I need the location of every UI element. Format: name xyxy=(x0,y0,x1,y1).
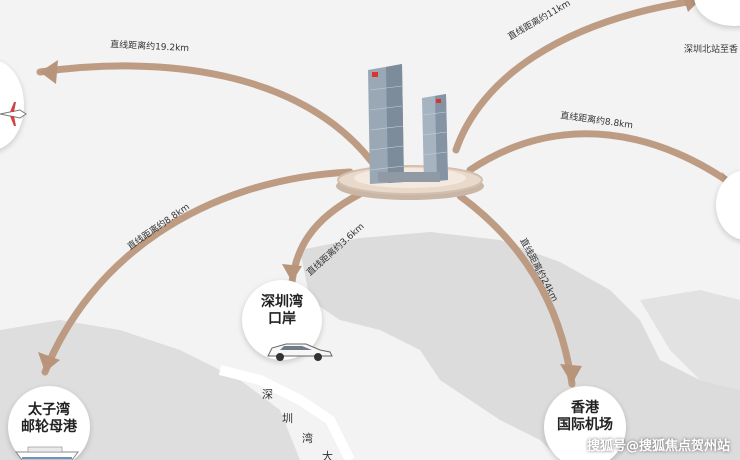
airplane-icon xyxy=(0,102,27,126)
hk-airport-line2: 国际机场 xyxy=(557,417,613,433)
route-label-top-right: 直线距离约11km xyxy=(506,0,573,43)
destination-taizi-bay[interactable]: 太子湾 邮轮母港 xyxy=(8,386,90,460)
route-arrow-down-right xyxy=(456,192,576,388)
watermark-text: 搜狐号@搜狐焦点贺州站 xyxy=(586,439,730,454)
shenzhen-north-label: 深圳北站至香 xyxy=(684,45,739,55)
tower-left-logo xyxy=(372,72,378,77)
bay-char-2: 圳 xyxy=(282,412,293,425)
car-icon xyxy=(267,343,333,361)
route-label-left-bottom: 直线距离约8.8km xyxy=(125,201,192,253)
route-arrow-top-right xyxy=(452,0,704,154)
route-arrow-left-bottom xyxy=(41,168,354,376)
land-hong-kong xyxy=(300,232,740,460)
podium xyxy=(378,172,440,182)
route-arrowhead-down-right xyxy=(560,364,582,384)
destination-shenzhen-bay-port[interactable]: 深圳湾 口岸 xyxy=(242,280,333,361)
cruise-ship-icon xyxy=(15,446,79,460)
taizi-bay-line2: 邮轮母港 xyxy=(21,419,77,435)
route-arrowhead-center xyxy=(282,264,302,282)
route-label-left-top: 直线距离约19.2km xyxy=(110,38,190,54)
shenzhen-bay-port-line1: 深圳湾 xyxy=(261,294,303,310)
bay-char-4: 大 xyxy=(322,450,333,460)
hk-airport-line1: 香港 xyxy=(571,400,599,416)
taizi-bay-line1: 太子湾 xyxy=(28,402,70,418)
route-label-right: 直线距离约8.8km xyxy=(560,109,634,131)
route-arrow-right xyxy=(466,130,740,194)
shenzhen-bay-port-line2: 口岸 xyxy=(268,311,296,327)
route-arrow-left-top xyxy=(36,62,376,166)
bay-char-1: 深 xyxy=(262,388,273,401)
route-arrowhead-left-bottom xyxy=(38,352,60,372)
destination-hk-airport[interactable]: 香港 国际机场 xyxy=(544,386,626,460)
route-arrowhead-left-top xyxy=(40,60,58,84)
tower-right-logo xyxy=(436,99,441,103)
tower-complex xyxy=(368,64,448,184)
tower-right-shade xyxy=(435,94,448,181)
land-east xyxy=(640,290,740,390)
tower-left-shade xyxy=(386,64,404,183)
bay-char-3: 湾 xyxy=(302,432,313,445)
coastline-band xyxy=(218,365,355,460)
